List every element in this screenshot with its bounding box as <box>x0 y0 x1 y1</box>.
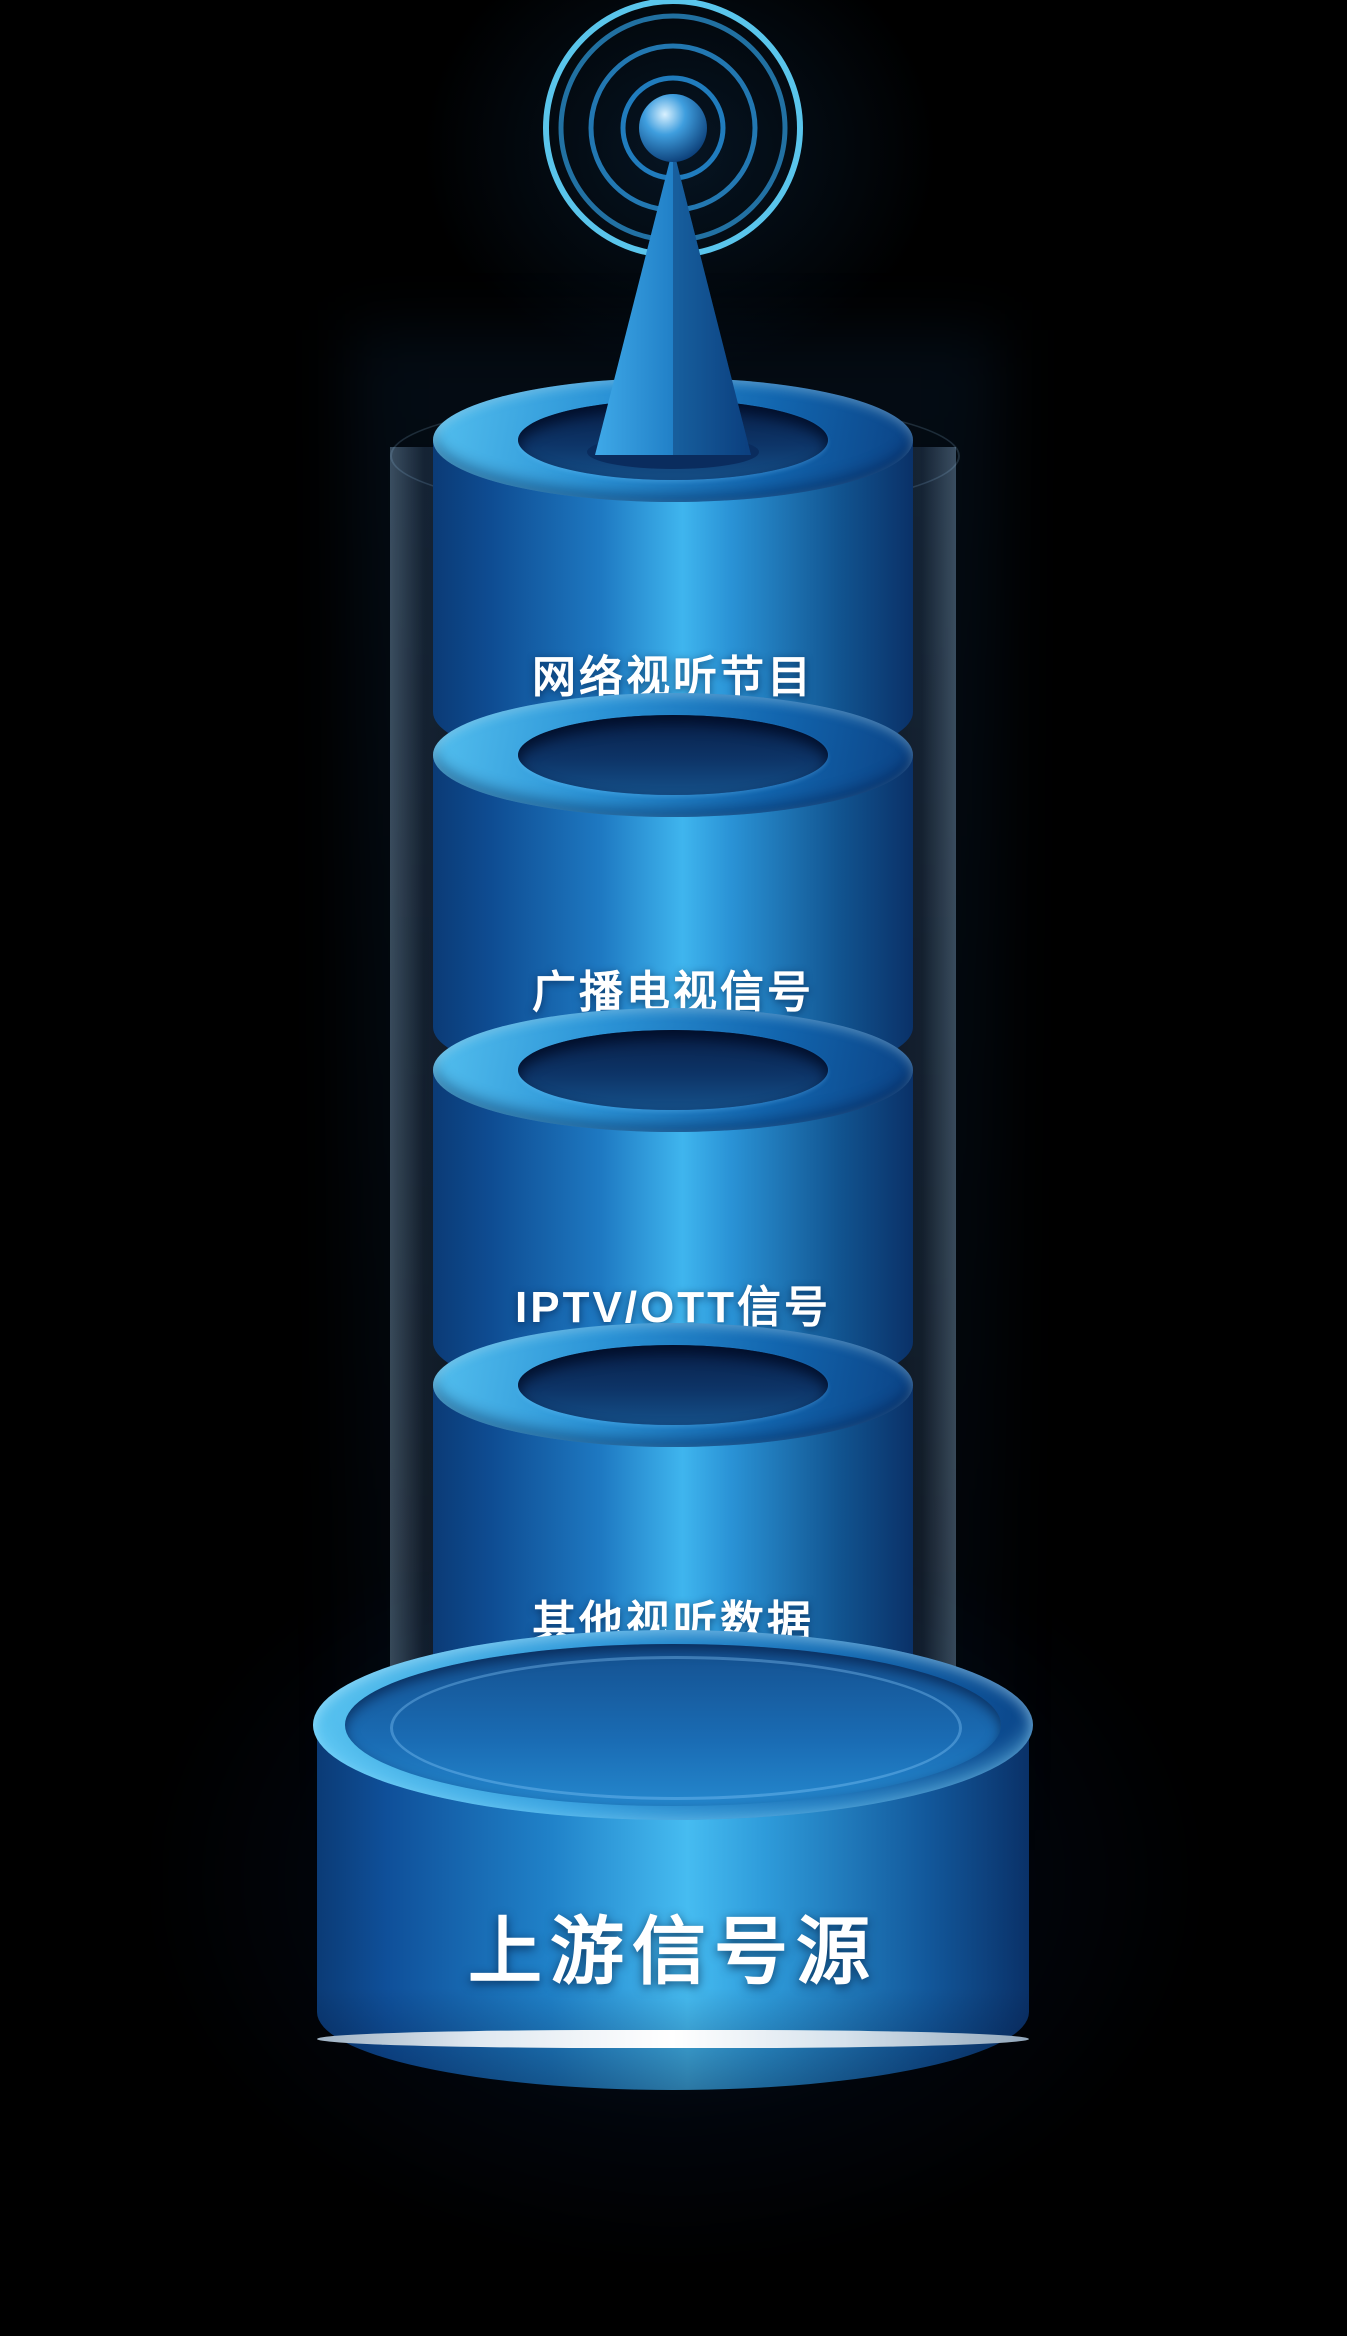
antenna-cone-shade <box>673 148 751 455</box>
segment-recess <box>518 715 828 795</box>
antenna-cone <box>595 148 751 455</box>
base-label: 上游信号源 <box>468 1910 878 1993</box>
segment-cap <box>433 1008 913 1132</box>
base-cap <box>313 1630 1033 1820</box>
segment-recess <box>518 1030 828 1110</box>
segment-cap <box>433 1323 913 1447</box>
antenna-ball <box>639 94 707 162</box>
base-cylinder: 上游信号源 <box>313 1630 1033 2100</box>
base-stripe <box>317 2030 1029 2048</box>
antenna-icon <box>543 0 803 469</box>
base-tube-ring <box>390 1656 962 1800</box>
segment-cap <box>433 693 913 817</box>
segment-recess <box>518 1345 828 1425</box>
cylinder-segment-2: 广播电视信号 <box>433 693 913 1093</box>
